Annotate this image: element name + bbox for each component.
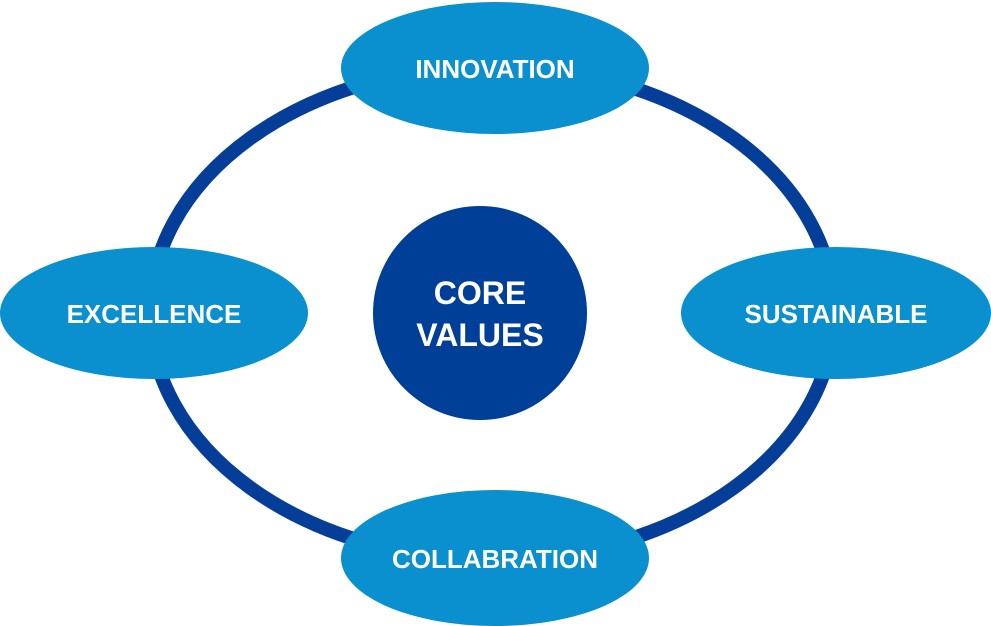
node-sustainable: SUSTAINABLE [681,247,991,379]
node-collabration: COLLABRATION [341,490,649,626]
center-label-line2: VALUES [416,317,543,353]
node-excellence: EXCELLENCE [0,247,308,379]
center-core-values: CORE VALUES [373,206,587,420]
node-innovation: INNOVATION [341,2,649,134]
node-sustainable-label: SUSTAINABLE [745,299,928,329]
node-collabration-label: COLLABRATION [392,544,598,574]
node-excellence-label: EXCELLENCE [67,299,242,329]
node-innovation-label: INNOVATION [415,54,574,84]
center-label-line1: CORE [434,275,526,311]
